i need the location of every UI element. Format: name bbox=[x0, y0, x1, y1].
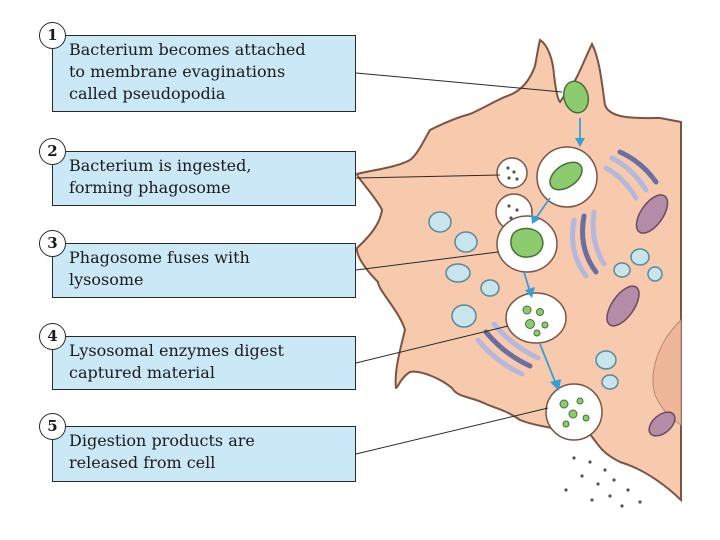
lysosome-dot bbox=[515, 208, 519, 212]
step-3-line-2: lysosome bbox=[69, 270, 144, 289]
cytoplasmic-vesicle bbox=[454, 231, 478, 253]
bacterium-fusing bbox=[510, 227, 544, 258]
pathway-arrowheads bbox=[525, 138, 585, 391]
mitochondrion bbox=[606, 285, 640, 327]
bacterium-attached bbox=[562, 80, 590, 114]
step-3-line-1: Phagosome fuses with bbox=[69, 248, 250, 267]
released-particle bbox=[603, 468, 607, 472]
step-2-box: Bacterium is ingested, forming phagosome bbox=[52, 151, 356, 206]
leader-lines bbox=[355, 72, 563, 455]
released-particle bbox=[564, 488, 568, 492]
released-particle bbox=[626, 488, 630, 492]
lysosome-dot bbox=[507, 176, 511, 180]
pathway-arrows bbox=[523, 118, 581, 385]
lysosome-dot bbox=[512, 170, 516, 174]
step-5-line-1: Digestion products are bbox=[69, 431, 255, 450]
golgi-upper bbox=[603, 149, 659, 201]
released-particle bbox=[596, 482, 600, 486]
cytoplasmic-vesicle bbox=[445, 263, 471, 283]
fragment bbox=[522, 305, 532, 315]
fragment bbox=[562, 420, 570, 428]
step-4-box: Lysosomal enzymes digest captured materi… bbox=[52, 336, 356, 390]
released-particle bbox=[612, 478, 616, 482]
fragment bbox=[576, 397, 584, 405]
lysosome-dot bbox=[515, 177, 519, 181]
lysosome-small bbox=[496, 157, 528, 189]
step-3-number: 3 bbox=[39, 230, 66, 257]
step-1-number: 1 bbox=[39, 22, 66, 49]
fragment bbox=[536, 308, 544, 316]
released-particle bbox=[638, 500, 642, 504]
released-particle bbox=[572, 456, 576, 460]
bacterium-ingested bbox=[549, 161, 583, 191]
fragment bbox=[568, 409, 578, 419]
step-1-line-2: to membrane evaginations bbox=[69, 62, 286, 81]
step-5-box: Digestion products are released from cel… bbox=[52, 426, 356, 482]
step-4-line-1: Lysosomal enzymes digest bbox=[69, 341, 284, 360]
lysosome-dot bbox=[506, 166, 510, 170]
step-1-line-3: called pseudopodia bbox=[69, 84, 226, 103]
step-2-line-2: forming phagosome bbox=[69, 178, 231, 197]
fragment bbox=[559, 399, 569, 409]
fragment bbox=[525, 319, 535, 329]
golgi-middle bbox=[570, 209, 607, 279]
step-1-line-1: Bacterium becomes attached bbox=[69, 40, 306, 59]
cytoplasmic-vesicle bbox=[451, 304, 477, 328]
step-4-line-2: captured material bbox=[69, 363, 215, 382]
cytoplasmic-vesicle bbox=[601, 374, 619, 390]
cytoplasmic-vesicle bbox=[613, 262, 631, 278]
released-particle bbox=[588, 460, 592, 464]
step-4-number: 4 bbox=[39, 323, 66, 350]
cytoplasmic-vesicle bbox=[595, 350, 617, 370]
digestive-vesicle bbox=[505, 292, 567, 344]
step-2-line-1: Bacterium is ingested, bbox=[69, 156, 252, 175]
cytoplasmic-vesicle bbox=[480, 279, 500, 297]
fragment bbox=[533, 329, 541, 337]
fragment bbox=[541, 321, 549, 329]
released-particle bbox=[608, 494, 612, 498]
released-particle bbox=[620, 504, 624, 508]
mitochondrion bbox=[635, 194, 669, 234]
released-particle bbox=[580, 474, 584, 478]
mitochondrion bbox=[648, 411, 676, 437]
step-5-number: 5 bbox=[39, 413, 66, 440]
step-3-box: Phagosome fuses with lysosome bbox=[52, 243, 356, 298]
cytoplasmic-vesicle bbox=[428, 211, 452, 233]
step-1-box: Bacterium becomes attached to membrane e… bbox=[52, 35, 356, 112]
step-5-line-2: released from cell bbox=[69, 453, 216, 472]
fragment bbox=[582, 414, 590, 422]
cytoplasmic-vesicle bbox=[647, 266, 663, 282]
released-particle bbox=[590, 498, 594, 502]
cytoplasmic-vesicle bbox=[630, 248, 650, 266]
golgi-lower bbox=[475, 321, 541, 377]
lysosome-dot bbox=[509, 216, 513, 220]
step-2-number: 2 bbox=[39, 138, 66, 165]
lysosome-dot bbox=[507, 204, 511, 208]
